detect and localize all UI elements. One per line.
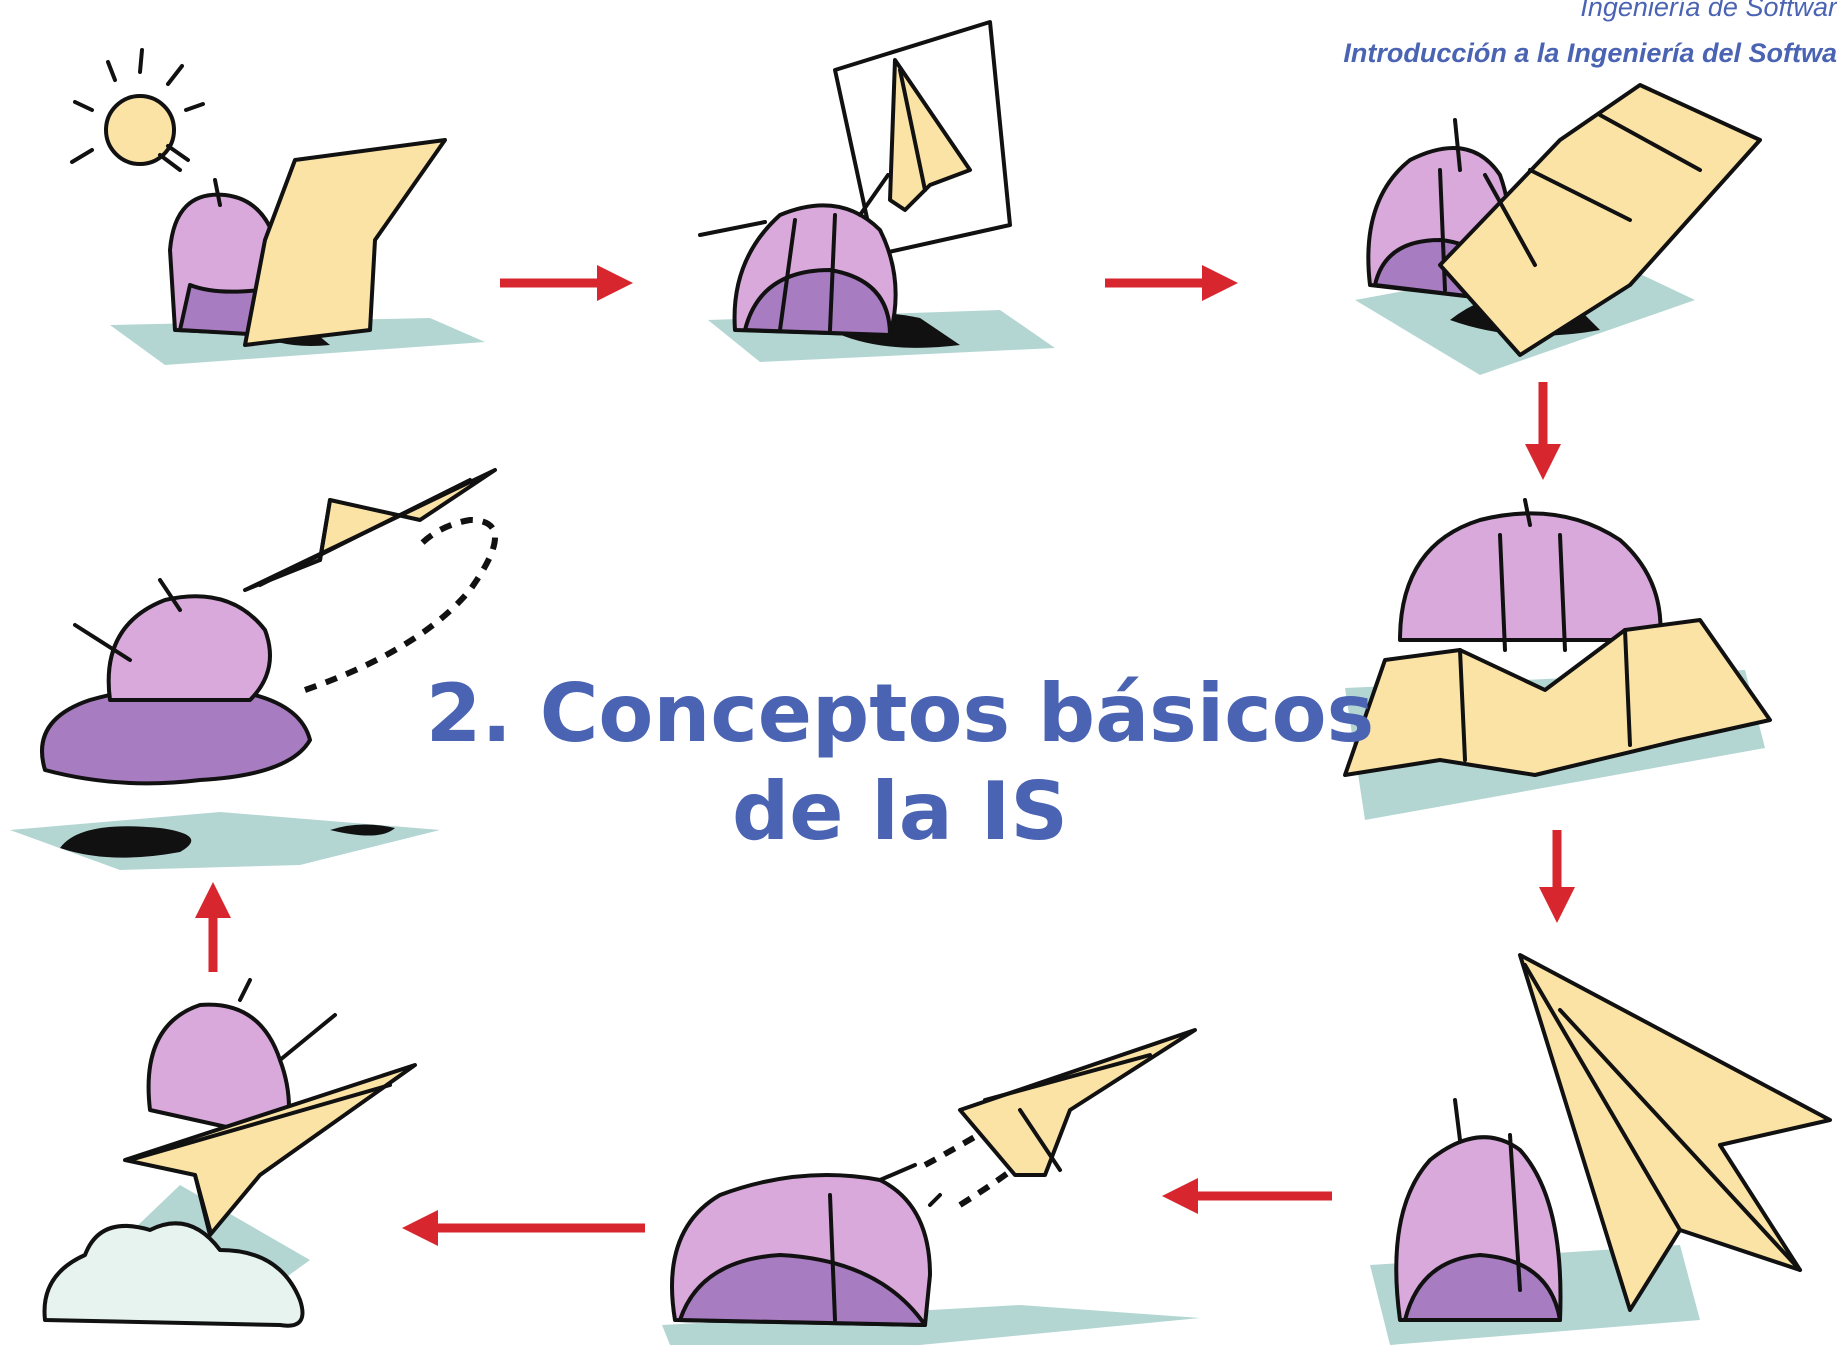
paper-plane-ride-icon xyxy=(123,1063,417,1237)
paper-plane-throw-icon xyxy=(958,1028,1197,1177)
step-sketch-figure xyxy=(698,20,1055,362)
slide-title-line-2: de la IS xyxy=(731,765,1068,858)
step-ride-figure xyxy=(42,978,417,1328)
paper-plane-sketch-icon xyxy=(888,58,972,212)
step-assembled-figure xyxy=(1370,953,1832,1345)
paper-plane-icon xyxy=(1518,953,1832,1312)
step-shaping-figure xyxy=(1343,498,1772,820)
step-flight-figure xyxy=(10,468,498,870)
slide-title-line-1: 2. Conceptos básicos xyxy=(425,667,1375,760)
step-idea-figure xyxy=(70,48,485,365)
course-header: Ingeniería de Softwar xyxy=(1580,0,1837,22)
paper-box-icon xyxy=(1343,618,1772,777)
step-folding-figure xyxy=(1355,83,1762,375)
paper-fold-icon xyxy=(1438,83,1762,357)
slide-title: 2. Conceptos básicos de la IS xyxy=(420,665,1380,861)
step-launch-figure xyxy=(662,1028,1200,1345)
paper-plane-flight-icon xyxy=(243,468,497,592)
lightbulb-icon xyxy=(70,48,205,172)
topic-header: Introducción a la Ingeniería del Softwa xyxy=(1343,38,1837,68)
